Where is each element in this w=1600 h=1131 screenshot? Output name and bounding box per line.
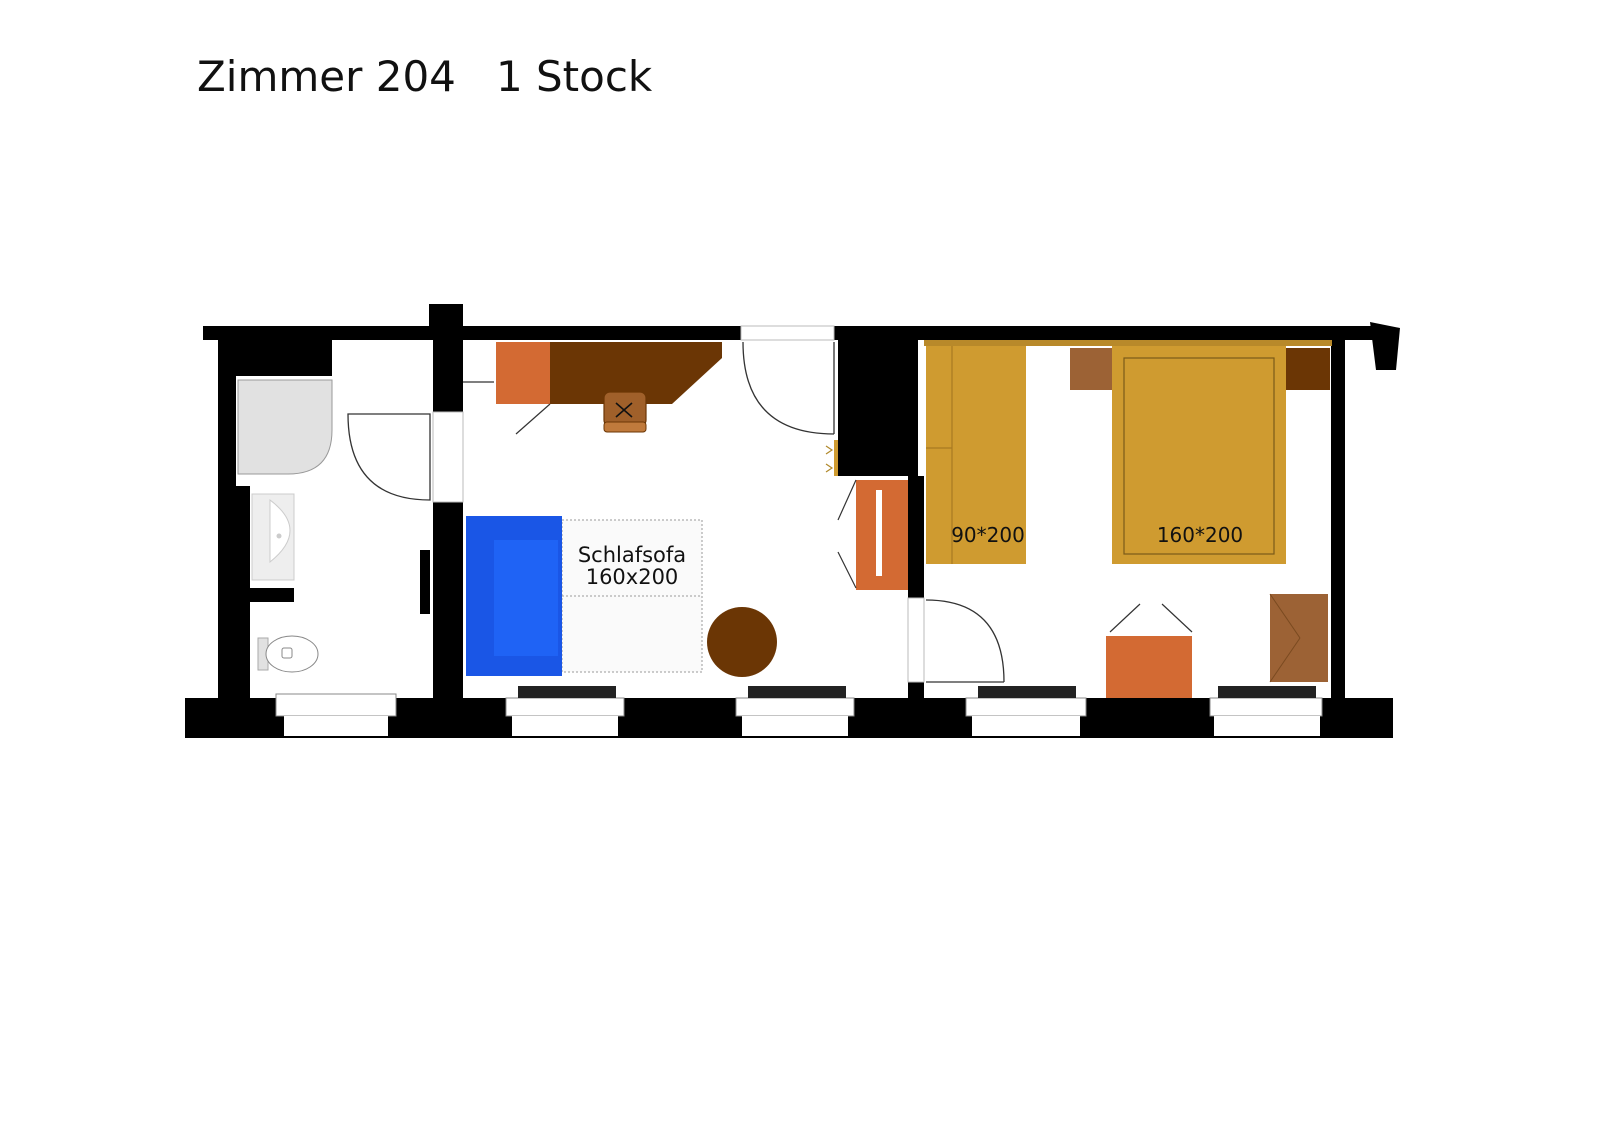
nightstand-1: [1070, 348, 1112, 390]
entrance-door-swing: [742, 341, 835, 435]
bed-wall-strip: [924, 340, 1332, 346]
window-4-inner: [965, 697, 1087, 717]
nightstand-2: [1286, 348, 1330, 390]
bedroom-door-swing: [925, 599, 1005, 683]
right-wall: [1331, 340, 1345, 700]
top-wall-right: [834, 326, 1376, 340]
sink-icon: [269, 498, 291, 564]
sill-3: [978, 686, 1076, 698]
double-bed-label: 160*200: [1157, 523, 1243, 547]
window-1-inner: [275, 693, 397, 717]
chair-icon: [603, 391, 647, 433]
bath-door-opening: [432, 411, 464, 503]
sill-2: [748, 686, 846, 698]
dresser: [1106, 636, 1192, 698]
shower-icon: [237, 379, 333, 475]
living-room: Schlafsofa 160x200: [463, 341, 908, 677]
bath-top-block: [236, 340, 332, 376]
round-table: [707, 607, 777, 677]
window-5-outer: [1214, 716, 1320, 736]
window-4-outer: [972, 716, 1080, 736]
windows: [275, 686, 1323, 736]
left-wall: [218, 326, 236, 698]
divider-block: [838, 340, 918, 476]
top-door-opening: [740, 325, 835, 341]
door-swing-icon: [347, 413, 431, 501]
sill-1: [518, 686, 616, 698]
bath-sink-shelf: [250, 588, 294, 602]
divider-door-opening: [907, 597, 925, 683]
partition-1-lower: [433, 502, 463, 702]
sofa-label-line2: 160x200: [586, 565, 679, 589]
toilet-icon: [257, 635, 319, 673]
window-3-inner: [735, 697, 855, 717]
divider-wall-lower: [908, 682, 924, 700]
partition-1-upper: [433, 340, 463, 412]
double-bed: [1112, 346, 1286, 564]
window-2-outer: [512, 716, 618, 736]
sill-4: [1218, 686, 1316, 698]
single-bed-label: 90*200: [951, 523, 1025, 547]
side-cabinet: [496, 342, 550, 404]
window-2-inner: [505, 697, 625, 717]
window-5-inner: [1209, 697, 1323, 717]
bedroom: 90*200 160*200: [924, 340, 1332, 698]
single-bed: [926, 346, 1026, 564]
top-wall-end: [1370, 322, 1400, 370]
bath-door-stop: [420, 550, 430, 614]
divider-wall: [908, 476, 924, 598]
pillar: [429, 304, 463, 340]
top-wall-left: [203, 326, 741, 340]
bathroom: [237, 379, 431, 673]
window-3-outer: [742, 716, 848, 736]
page-title: Zimmer 204 1 Stock: [197, 52, 653, 101]
bath-inner-wall: [236, 486, 250, 698]
window-1-outer: [284, 716, 388, 736]
sofa-label-line1: Schlafsofa: [578, 543, 686, 567]
wardrobe: [550, 342, 722, 404]
